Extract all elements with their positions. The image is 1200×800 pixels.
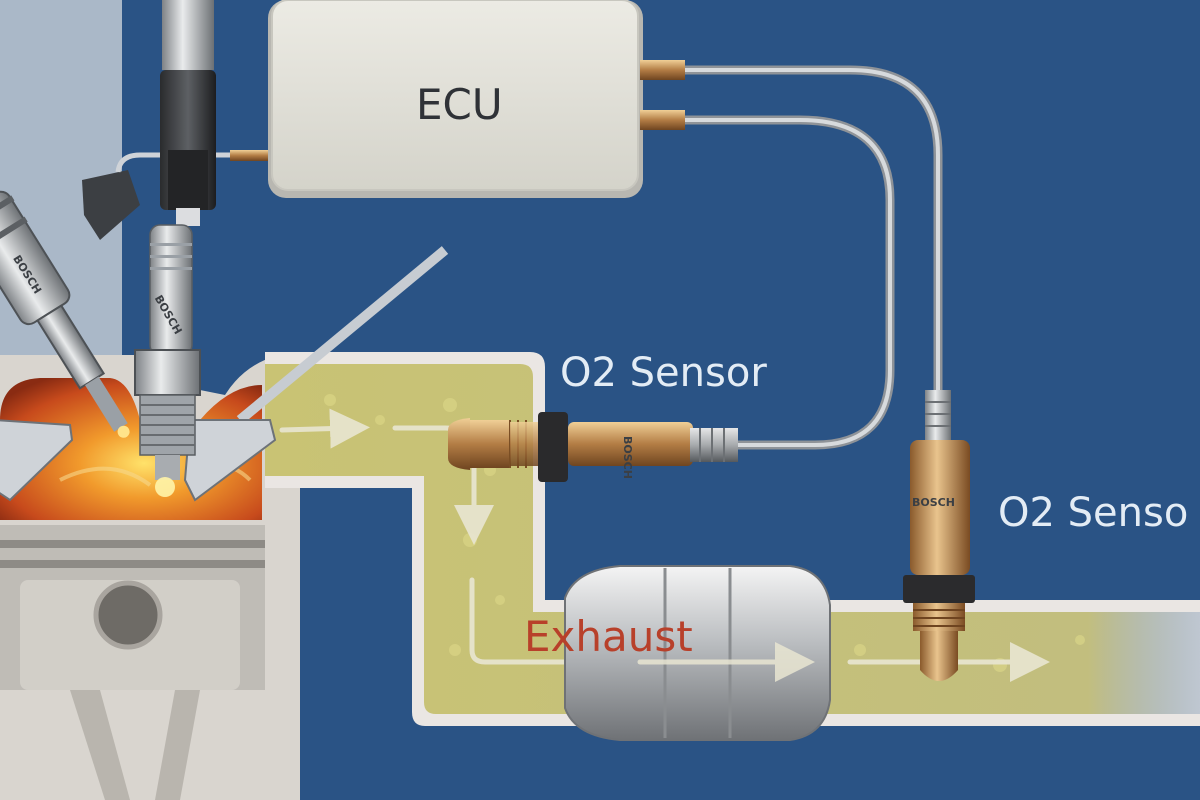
ecu-box [268,0,685,198]
exhaust-valve [183,246,449,502]
injector-connector [82,150,270,240]
fuel-injector-icon: BOSCH [0,190,130,438]
oxygen-sensor-icon: BOSCH [903,390,975,681]
o2-sensor-label-upstream: O2 Sensor [560,350,767,396]
catalytic-converter-icon [564,565,831,741]
piston-icon [0,525,265,800]
o2-sensor-label-downstream: O2 Senso [998,490,1189,536]
exhaust-label: Exhaust [524,612,693,661]
svg-text:BOSCH: BOSCH [621,436,634,479]
intake-valve [0,419,74,502]
svg-text:BOSCH: BOSCH [912,496,955,509]
ecu-label: ECU [416,80,503,129]
spark-plug-icon: BOSCH [134,208,201,497]
ignition-coil-icon [160,0,216,210]
oxygen-sensor-icon: BOSCH [448,412,738,482]
sensor-wires [685,65,943,450]
